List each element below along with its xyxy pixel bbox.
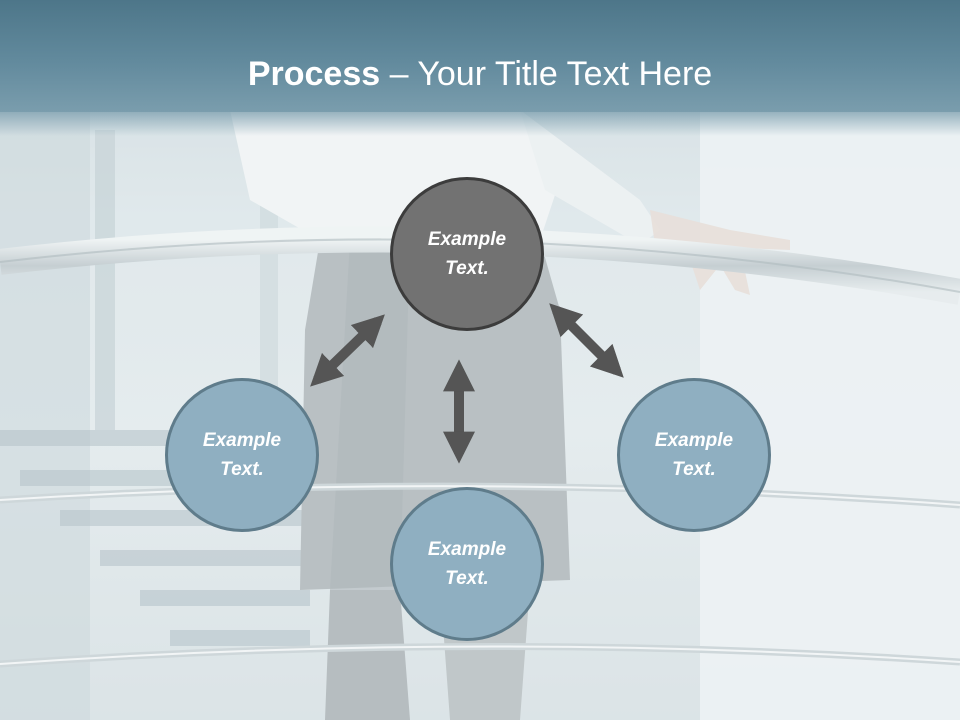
left-node-line1: Example [202, 430, 282, 451]
page-title: Process – Your Title Text Here [0, 52, 960, 96]
title-bar-fade [0, 112, 960, 136]
arrow-top-right [549, 303, 624, 378]
center-node-line1: Example [427, 229, 507, 250]
bottom-node: Example Text. [390, 487, 544, 641]
center-node-line2: Text. [445, 258, 489, 279]
right-node-line2: Text. [672, 459, 716, 480]
center-node: Example Text. [390, 177, 544, 331]
title-rest: – Your Title Text Here [380, 55, 713, 93]
bottom-node-line1: Example [427, 539, 507, 560]
right-node: Example Text. [617, 378, 771, 532]
arrow-top-left [310, 314, 385, 387]
right-node-line1: Example [654, 430, 734, 451]
bottom-node-line2: Text. [445, 568, 489, 589]
title-bold: Process [247, 55, 381, 93]
title-bar [0, 0, 960, 112]
left-node-line2: Text. [220, 459, 264, 480]
left-node: Example Text. [165, 378, 319, 532]
